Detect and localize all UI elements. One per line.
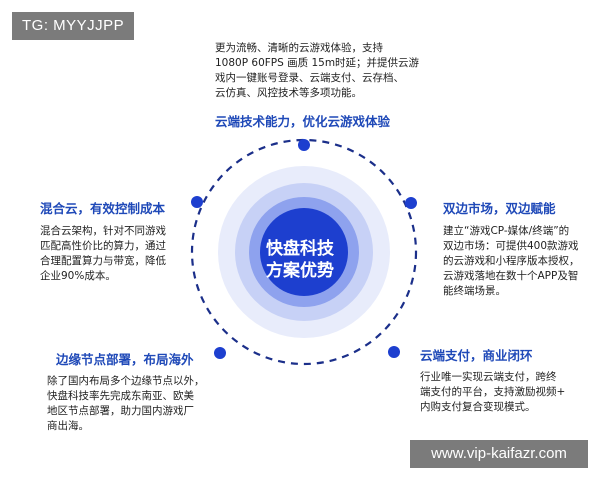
top-line: 更为流畅、清晰的云游戏体验，支持	[215, 42, 383, 54]
bottom-left-title: 边缘节点部署，布局海外	[56, 352, 194, 367]
top-line: 云仿真、风控技术等多项功能。	[215, 87, 362, 99]
orbit-dot-bottom-left	[214, 347, 226, 359]
left-title: 混合云，有效控制成本	[40, 201, 166, 216]
center-label-line1: 快盘科技	[266, 239, 334, 259]
bottom-left-line: 商出海。	[47, 420, 89, 432]
left-line: 合理配置算力与带宽，降低	[40, 255, 166, 267]
left-line: 匹配高性价比的算力，通过	[40, 240, 166, 252]
bottom-right-line: 端支付的平台，支持激励视频+	[420, 386, 566, 398]
orbit-dot-left	[191, 196, 203, 208]
left-description: 混合云架构，针对不同游戏 匹配高性价比的算力，通过 合理配置算力与带宽，降低 企…	[40, 224, 200, 284]
bottom-left-description: 除了国内布局多个边缘节点以外， 快盘科技率先完成东南亚、欧美 地区节点部署，助力…	[47, 374, 222, 434]
right-line: 建立“游戏CP-媒体/终端”的	[443, 225, 570, 237]
bottom-right-line: 内购支付复合变现模式。	[420, 401, 536, 413]
center-label-line2: 方案优势	[266, 261, 334, 281]
orbit-dot-right	[405, 197, 417, 209]
right-line: 云游戏落地在数十个APP及智	[443, 270, 579, 282]
center-label: 快盘科技 方案优势	[246, 238, 354, 282]
right-line: 的云游戏和小程序版本授权，	[443, 255, 580, 267]
right-line: 能终端场景。	[443, 285, 506, 297]
left-line: 企业90%成本。	[40, 270, 116, 282]
top-description: 更为流畅、清晰的云游戏体验，支持 1080P 60FPS 画质 15m时延；并提…	[215, 41, 455, 101]
top-title: 云端技术能力，优化云游戏体验	[215, 114, 391, 129]
bottom-right-title: 云端支付，商业闭环	[420, 348, 533, 363]
watermark-url: www.vip-kaifazr.com	[410, 440, 588, 468]
core-circle	[260, 208, 348, 296]
orbit-dot-top	[298, 139, 310, 151]
bottom-left-line: 除了国内布局多个边缘节点以外，	[47, 375, 205, 387]
bottom-left-line: 快盘科技率先完成东南亚、欧美	[47, 390, 194, 402]
watermark-tg: TG: MYYJJPP	[12, 12, 135, 40]
bottom-right-description: 行业唯一实现云端支付，跨终 端支付的平台，支持激励视频+ 内购支付复合变现模式。	[420, 370, 592, 415]
right-title: 双边市场，双边赋能	[443, 201, 556, 216]
top-line: 戏内一键账号登录、云端支付、云存档、	[215, 72, 404, 84]
orbit-dot-bottom-right	[388, 346, 400, 358]
top-line: 1080P 60FPS 画质 15m时延；并提供云游	[215, 57, 420, 69]
bottom-left-line: 地区节点部署，助力国内游戏厂	[47, 405, 194, 417]
left-line: 混合云架构，针对不同游戏	[40, 225, 166, 237]
right-description: 建立“游戏CP-媒体/终端”的 双边市场：可提供400款游戏 的云游戏和小程序版…	[443, 224, 600, 299]
bottom-right-line: 行业唯一实现云端支付，跨终	[420, 371, 557, 383]
right-line: 双边市场：可提供400款游戏	[443, 240, 579, 252]
dashed-orbit	[190, 138, 418, 366]
